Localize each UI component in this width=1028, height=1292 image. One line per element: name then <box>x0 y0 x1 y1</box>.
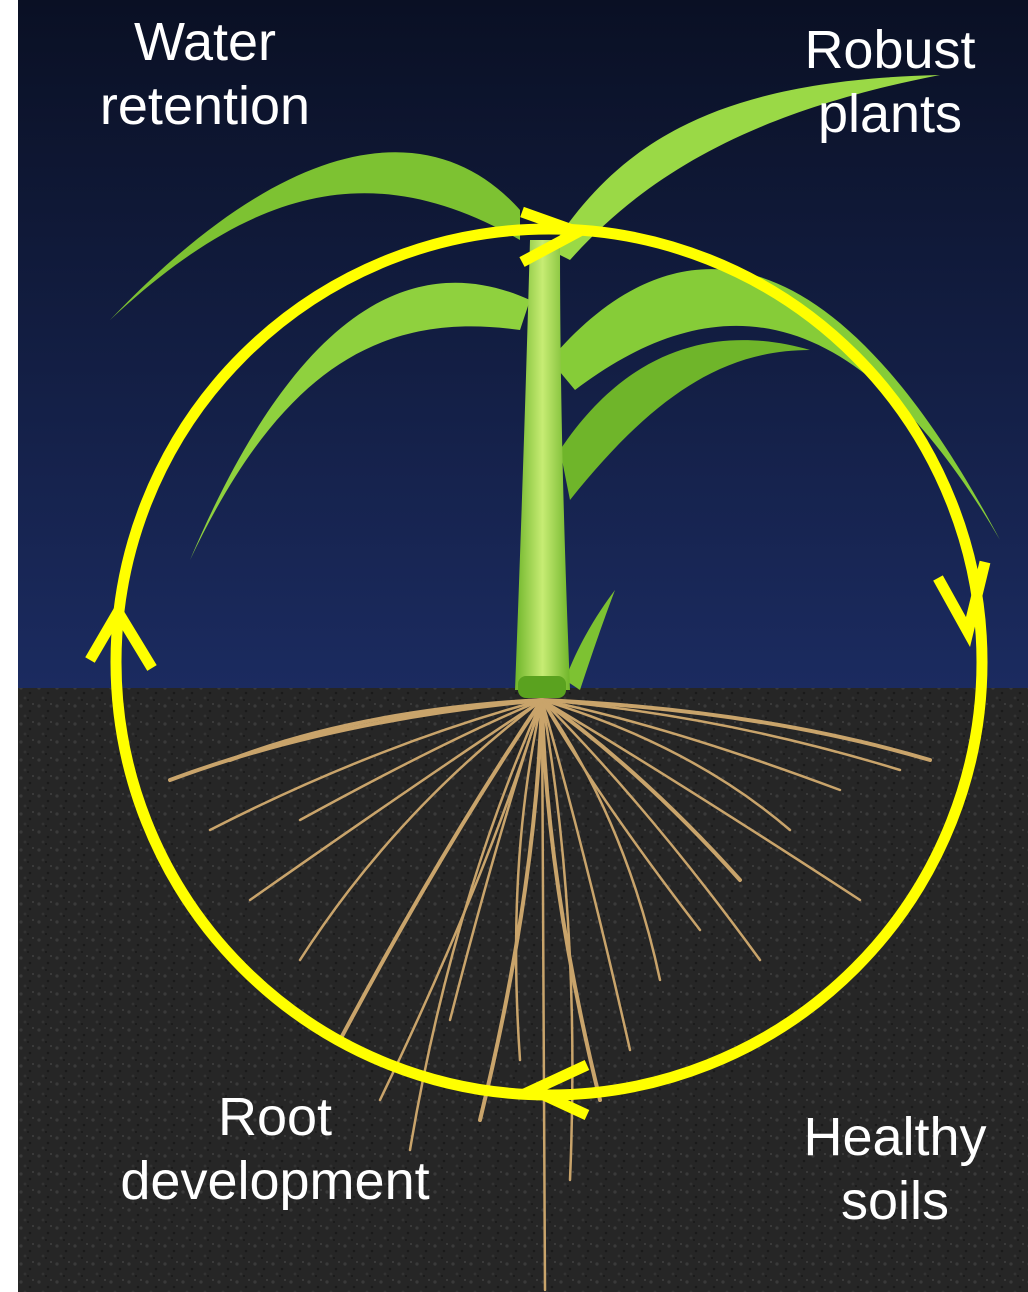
water-retention-label: Water retention <box>60 10 350 138</box>
robust-plants-label: Robust plants <box>750 18 1028 146</box>
healthy-soils-label: Healthy soils <box>770 1105 1020 1233</box>
stem-base <box>518 676 566 698</box>
root-development-label: Root development <box>75 1085 475 1213</box>
